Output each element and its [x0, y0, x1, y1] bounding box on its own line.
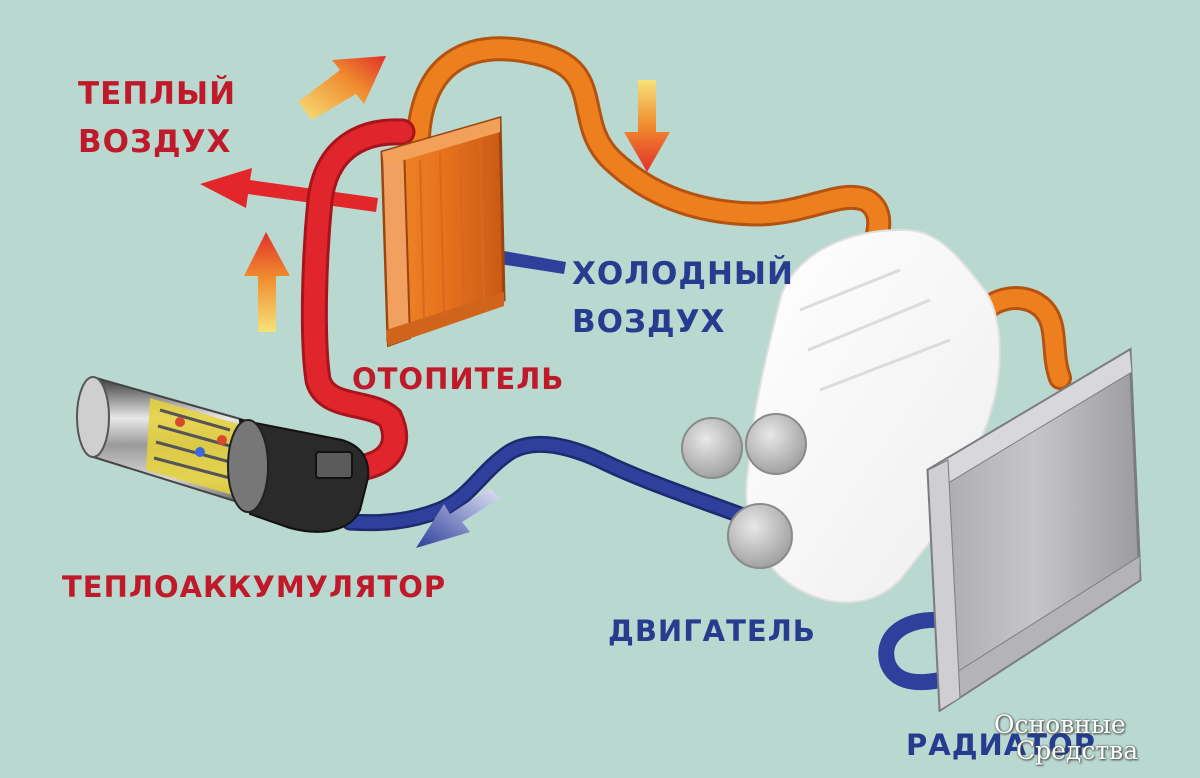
- warm-air-label-line2: ВОЗДУХ: [78, 124, 232, 160]
- warm-air-label-line1: ТЕПЛЫЙ: [78, 76, 237, 112]
- radiator: [926, 347, 1142, 713]
- cold-air-label: ХОЛОДНЫЙ ВОЗДУХ: [572, 250, 794, 346]
- coolant-flow-arrow-down: [624, 80, 670, 172]
- watermark-line1: Основные: [994, 710, 1126, 739]
- cold-air-label-line1: ХОЛОДНЫЙ: [572, 256, 794, 292]
- watermark-line2: Средства: [1016, 736, 1139, 765]
- heat-accumulator: [76, 376, 370, 533]
- warm-air-label: ТЕПЛЫЙ ВОЗДУХ: [78, 70, 236, 166]
- heat-accumulator-label: ТЕПЛОАККУМУЛЯТОР: [62, 570, 447, 604]
- cold-flow-arrow: [416, 488, 500, 548]
- warm-air-arrow-diagonal: [298, 56, 386, 120]
- radiator-return-pipe: [878, 611, 948, 691]
- watermark: Основные Средства: [994, 712, 1138, 764]
- warm-air-arrow-up: [244, 232, 290, 332]
- heater-label: ОТОПИТЕЛЬ: [352, 362, 565, 396]
- radiator-label: РАДИАТОР: [906, 728, 1096, 762]
- heater-core: [380, 116, 506, 348]
- engine-label: ДВИГАТЕЛЬ: [608, 614, 816, 648]
- cold-air-arrow: [446, 228, 566, 274]
- cold-air-label-line2: ВОЗДУХ: [572, 304, 726, 340]
- warm-air-arrow-left: [200, 168, 378, 212]
